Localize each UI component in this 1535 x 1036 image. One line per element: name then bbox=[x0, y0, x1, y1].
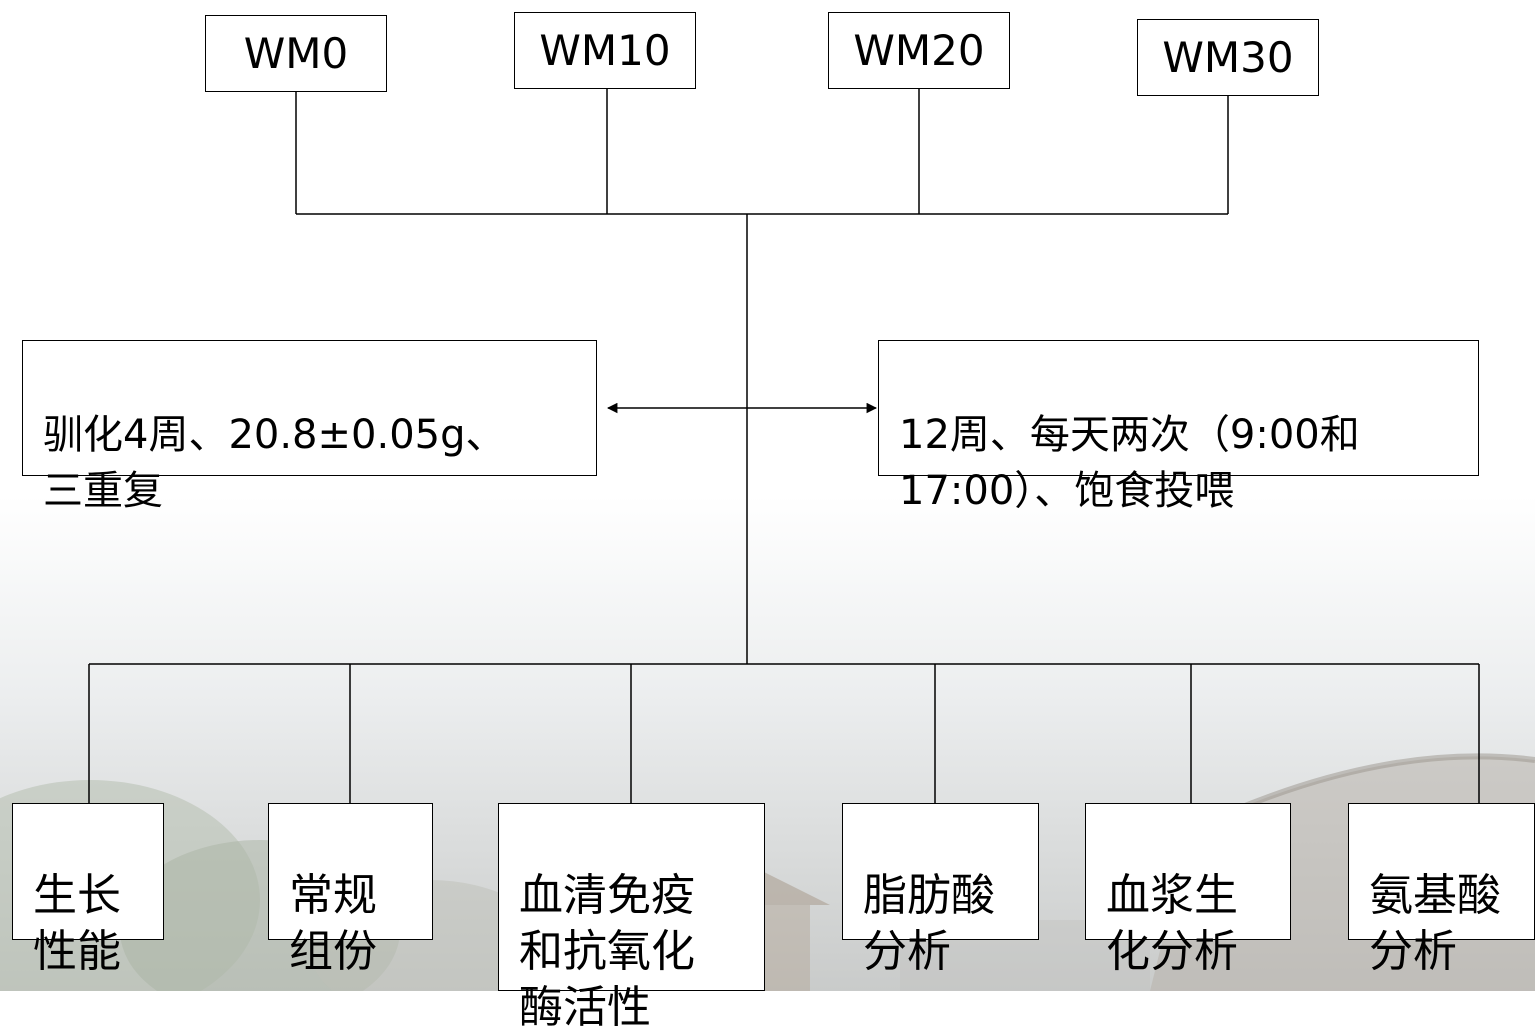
analysis-box-growth: 生长 性能 bbox=[12, 803, 164, 977]
analysis-label: 氨基酸 分析 bbox=[1369, 870, 1501, 977]
group-label: WM0 bbox=[243, 29, 349, 78]
group-box-wm30: WM30 bbox=[1137, 19, 1319, 96]
analysis-label: 血浆生 化分析 bbox=[1106, 870, 1238, 977]
group-label: WM30 bbox=[1162, 33, 1294, 82]
group-label: WM10 bbox=[539, 26, 671, 75]
feeding-condition-text: 12周、每天两次（9:00和 17:00）、饱食投喂 bbox=[899, 412, 1360, 514]
connector-lines bbox=[88, 89, 1480, 803]
acclimation-condition-box: 驯化4周、20.8±0.05g、 三重复 bbox=[22, 340, 597, 514]
analysis-box-amino-acid: 氨基酸 分析 bbox=[1348, 803, 1535, 977]
group-box-wm20: WM20 bbox=[828, 12, 1010, 89]
group-label: WM20 bbox=[853, 26, 985, 75]
analysis-label: 血清免疫 和抗氧化 酶活性 bbox=[519, 870, 695, 1033]
analysis-box-plasma-biochem: 血浆生 化分析 bbox=[1085, 803, 1291, 977]
group-box-wm10: WM10 bbox=[514, 12, 696, 89]
acclimation-condition-text: 驯化4周、20.8±0.05g、 三重复 bbox=[43, 412, 506, 514]
analysis-label: 生长 性能 bbox=[33, 870, 121, 977]
feeding-condition-box: 12周、每天两次（9:00和 17:00）、饱食投喂 bbox=[878, 340, 1479, 514]
analysis-box-composition: 常规 组份 bbox=[268, 803, 433, 977]
analysis-box-fatty-acid: 脂肪酸 分析 bbox=[842, 803, 1039, 977]
analysis-box-immune-antioxidant: 血清免疫 和抗氧化 酶活性 bbox=[498, 803, 765, 1033]
group-box-wm0: WM0 bbox=[205, 15, 387, 92]
analysis-label: 常规 组份 bbox=[289, 870, 377, 977]
analysis-label: 脂肪酸 分析 bbox=[863, 870, 995, 977]
